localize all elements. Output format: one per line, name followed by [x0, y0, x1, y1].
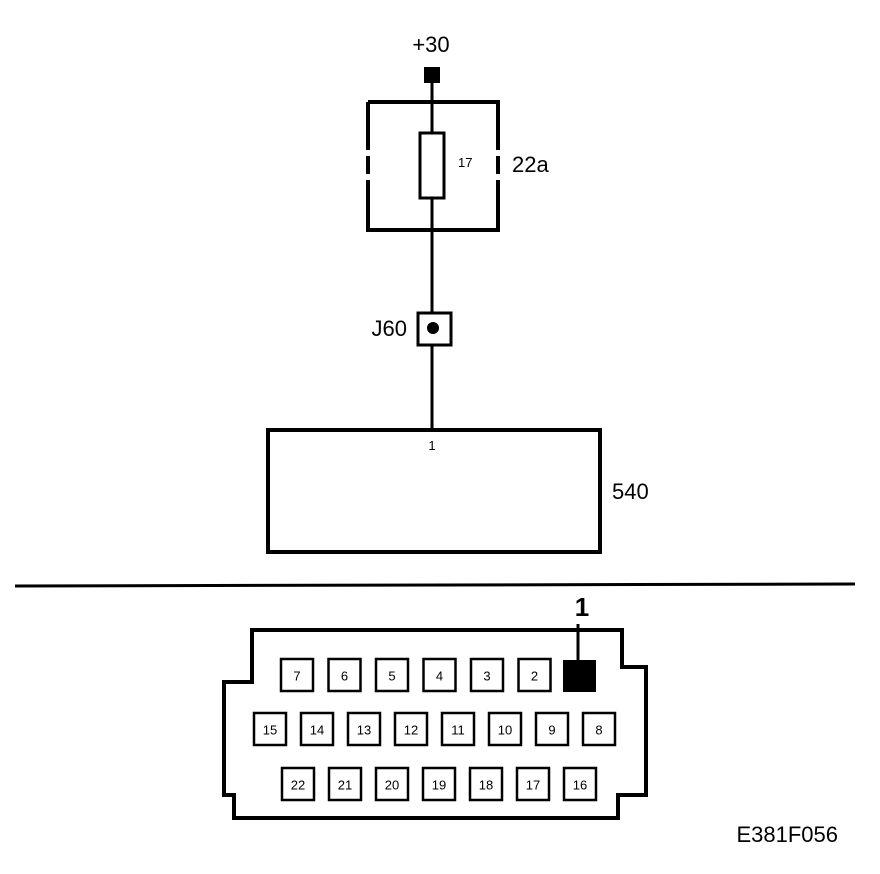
- connector-pin-label-6: 6: [341, 669, 348, 684]
- connector-pin-1: [563, 660, 596, 692]
- connector-pin-label-7: 7: [293, 669, 300, 684]
- connector-pin-7: [279, 657, 315, 693]
- connector-pin-2: [517, 657, 552, 693]
- supply-terminal: [424, 67, 440, 83]
- connector-pin-11: [440, 711, 476, 747]
- module-box: [266, 428, 602, 554]
- connector-pin-3: [469, 657, 505, 693]
- connector-pin-6: [327, 657, 362, 693]
- module-label: 540: [612, 479, 649, 504]
- connector-pin-21: [327, 766, 363, 802]
- connector-pin-18: [468, 766, 504, 802]
- figure-code: E381F056: [736, 822, 838, 847]
- connector-pin-label-22: 22: [291, 778, 305, 793]
- module-pin-label: 1: [428, 438, 435, 453]
- connector-pin-label-11: 11: [451, 723, 465, 738]
- connector-pin-5: [374, 657, 410, 693]
- connector-pin-label-17: 17: [526, 778, 540, 793]
- connector-pin-label-14: 14: [310, 723, 324, 738]
- connector-pin-label-20: 20: [385, 778, 399, 793]
- connector-pin-label-4: 4: [436, 669, 443, 684]
- connector-pin-label-8: 8: [595, 723, 602, 738]
- connector-pin-label-5: 5: [388, 669, 395, 684]
- junction-label: J60: [372, 316, 407, 341]
- connector-pin-9: [534, 711, 570, 747]
- connector-pin-4: [422, 657, 457, 693]
- junction-dot: [427, 322, 439, 334]
- connector-pin1-label: 1: [575, 592, 589, 622]
- connector-pin-12: [393, 711, 429, 747]
- connector-housing: [222, 628, 648, 820]
- connector-pin-label-12: 12: [404, 723, 418, 738]
- connector-pin-label-9: 9: [548, 723, 555, 738]
- connector-pin-15: [252, 711, 288, 747]
- fuse-block-label: 22a: [512, 152, 549, 177]
- connector-pins: 7 6 5 4 3 2 15 14 13 12 11 10 9 8 22 21 20 19 18 17 16: [252, 657, 617, 802]
- connector-pin-label-15: 15: [263, 723, 277, 738]
- connector-pin-label-10: 10: [498, 723, 512, 738]
- connector-pin-16: [562, 766, 598, 802]
- connector-pin-label-2: 2: [531, 669, 538, 684]
- connector-pin-13: [346, 711, 382, 747]
- connector-pin-19: [421, 766, 457, 802]
- connector-pin-label-16: 16: [573, 778, 587, 793]
- connector-pin-label-13: 13: [357, 723, 371, 738]
- connector-pin-14: [299, 711, 335, 747]
- connector-pin-10: [487, 711, 523, 747]
- fuse-block: [366, 100, 500, 232]
- connector-pin-label-19: 19: [432, 778, 446, 793]
- connector-pin-label-18: 18: [479, 778, 493, 793]
- connector-pin-22: [280, 766, 316, 802]
- supply-label: +30: [412, 32, 449, 57]
- connector-pin-20: [374, 766, 410, 802]
- connector-pin-label-21: 21: [338, 778, 352, 793]
- section-divider: [14, 582, 856, 588]
- fuse-number: 17: [458, 155, 472, 170]
- fuse-element: [418, 131, 446, 200]
- connector-pin-label-3: 3: [483, 669, 490, 684]
- connector-pin-8: [581, 711, 617, 747]
- connector-pin-17: [515, 766, 551, 802]
